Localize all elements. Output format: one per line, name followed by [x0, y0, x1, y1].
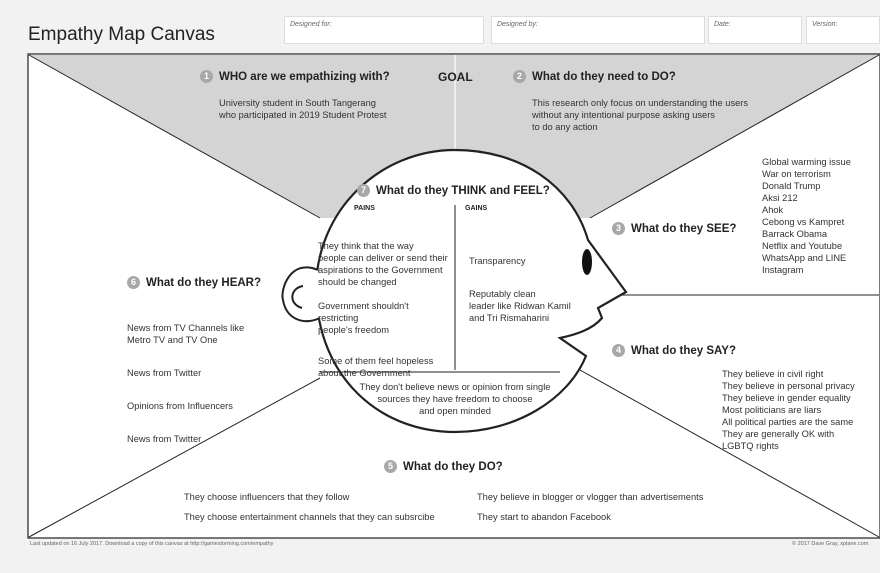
say-item: All political parties are the same [722, 417, 854, 427]
see-item: Cebong vs Kampret [762, 217, 845, 227]
gains-list: Transparency Reputably clean leader like… [469, 243, 571, 336]
say-list: They believe in civil right They believe… [722, 368, 855, 452]
gains-label: GAINS [465, 205, 488, 212]
who-line: who participated in 2019 Student Protest [219, 110, 387, 120]
do-item: They choose entertainment channels that … [184, 512, 435, 522]
section-number: 6 [127, 276, 140, 289]
see-item: War on terrorism [762, 169, 831, 179]
pain-item: Some of them feel hopeless about the Gov… [318, 356, 434, 378]
designed-by-label: Designed by: [497, 21, 538, 28]
think-feel-title-text: What do they THINK and FEEL? [376, 184, 550, 197]
say-item: Most politicians are liars [722, 405, 822, 415]
hear-item: News from TV Channels like Metro TV and … [127, 323, 245, 345]
pains-list: They think that the way people can deliv… [318, 228, 448, 391]
say-title: 4 What do they SAY? [612, 344, 736, 357]
see-item: Barrack Obama [762, 229, 828, 239]
see-item: Ahok [762, 205, 784, 215]
do-list-left: They choose influencers that they follow… [184, 491, 435, 523]
gain-item: Reputably clean leader like Ridwan Kamil… [469, 289, 571, 323]
see-title-text: What do they SEE? [631, 222, 737, 235]
section-number: 1 [200, 70, 213, 83]
see-item: Netflix and Youtube [762, 241, 843, 251]
see-item: WhatsApp and LINE [762, 253, 847, 263]
date-field[interactable]: Date: [708, 16, 802, 44]
who-title-text: WHO are we empathizing with? [219, 70, 390, 83]
see-item: Aksi 212 [762, 193, 798, 203]
do-item: They choose influencers that they follow [184, 492, 350, 502]
diagonal-bottom-left [28, 377, 321, 538]
diagonal-bottom-right [579, 369, 880, 538]
say-item: They believe in personal privacy [722, 381, 855, 391]
hear-title-text: What do they HEAR? [146, 276, 261, 289]
version-label: Version: [812, 21, 838, 28]
need-to-do-line: to do any action [532, 122, 598, 132]
who-text: University student in South Tangerang wh… [219, 97, 386, 121]
section-number: 7 [357, 184, 370, 197]
hear-item: News from Twitter [127, 368, 202, 378]
eye [582, 249, 592, 275]
version-field[interactable]: Version: [806, 16, 880, 44]
see-list: Global warming issue War on terrorism Do… [762, 156, 851, 276]
do-item: They believe in blogger or vlogger than … [477, 492, 704, 502]
see-item: Global warming issue [762, 157, 851, 167]
section-number: 4 [612, 344, 625, 357]
say-title-text: What do they SAY? [631, 344, 736, 357]
pain-item: They think that the way people can deliv… [318, 241, 448, 287]
hear-item: News from Twitter [127, 434, 202, 444]
section-number: 3 [612, 222, 625, 235]
footer-right: © 2017 Dave Gray, xplane.com [792, 541, 869, 547]
need-to-do-title: 2 What do they need to DO? [513, 70, 676, 83]
section-number: 5 [384, 460, 397, 473]
say-item: They believe in gender equality [722, 393, 851, 403]
do-title: 5 What do they DO? [384, 460, 503, 473]
head-outline [314, 148, 628, 434]
pain-item: Government shouldn't restricting people'… [318, 301, 409, 335]
see-title: 3 What do they SEE? [612, 222, 736, 235]
gain-item: Transparency [469, 256, 526, 266]
do-title-text: What do they DO? [403, 460, 503, 473]
say-item: They are generally OK with [722, 429, 835, 439]
think-feel-bottom-text: They don't believe news or opinion from … [359, 382, 551, 416]
say-item: They believe in civil right [722, 369, 824, 379]
designed-for-label: Designed for: [290, 21, 332, 28]
do-list-right: They believe in blogger or vlogger than … [477, 491, 703, 523]
ear-inner [291, 285, 304, 309]
designed-by-field[interactable]: Designed by: [491, 16, 705, 44]
pains-label: PAINS [354, 205, 375, 212]
footer-left: Last updated on 16 July 2017. Download a… [30, 541, 274, 547]
need-to-do-text: This research only focus on understandin… [532, 97, 748, 133]
see-item: Instagram [762, 265, 804, 275]
need-to-do-line: without any intentional purpose asking u… [532, 110, 715, 120]
hear-title: 6 What do they HEAR? [127, 276, 261, 289]
need-to-do-line: This research only focus on understandin… [532, 98, 749, 108]
goal-region [29, 55, 879, 218]
diagonal-top-left [28, 54, 321, 219]
say-item: LGBTQ rights [722, 441, 779, 451]
diagonal-top-right [589, 54, 880, 219]
hear-item: Opinions from Influencers [127, 401, 233, 411]
page-title: Empathy Map Canvas [28, 24, 215, 45]
think-feel-title: 7 What do they THINK and FEEL? [357, 184, 550, 197]
ear [281, 266, 321, 323]
hear-list: News from TV Channels like Metro TV and … [127, 310, 244, 466]
goal-label: GOAL [438, 70, 473, 84]
see-item: Donald Trump [762, 181, 821, 191]
who-title: 1 WHO are we empathizing with? [200, 70, 390, 83]
who-line: University student in South Tangerang [219, 98, 376, 108]
section-number: 2 [513, 70, 526, 83]
date-label: Date: [714, 21, 731, 28]
do-item: They start to abandon Facebook [477, 512, 611, 522]
need-to-do-title-text: What do they need to DO? [532, 70, 676, 83]
designed-for-field[interactable]: Designed for: [284, 16, 484, 44]
